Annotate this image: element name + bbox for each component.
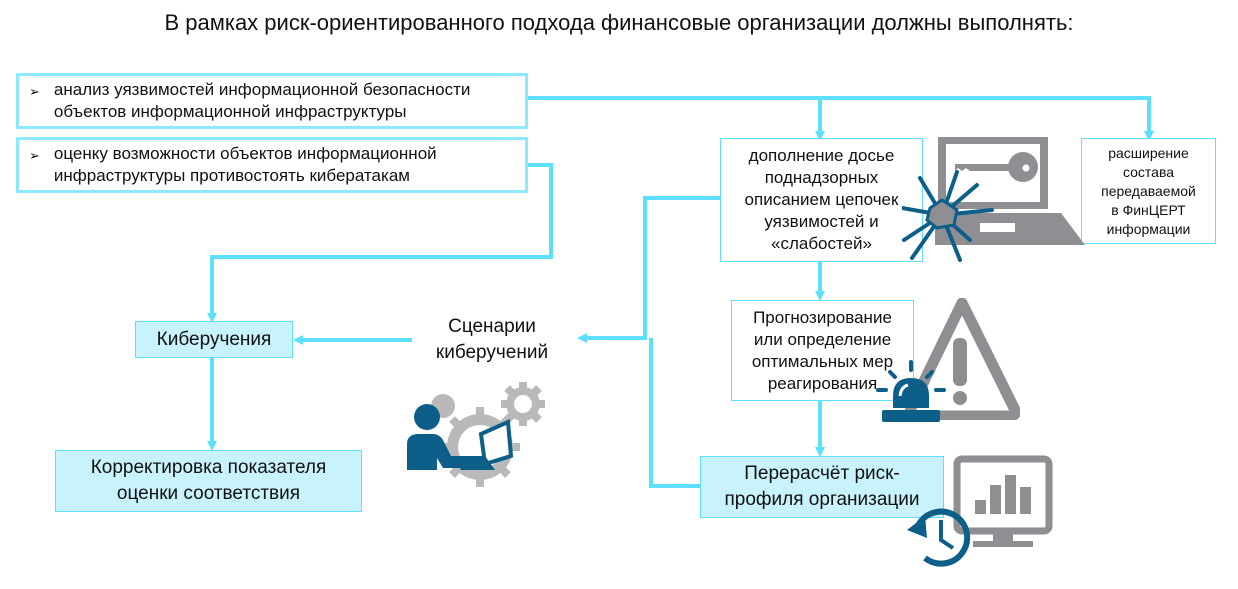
fincert-line: передаваемой (1101, 182, 1196, 199)
bullet-arrow-icon: ➢ (29, 148, 40, 163)
requirement-1-line2: объектов информационной инфраструктуры (53, 102, 407, 121)
dossier-line: поднадзорных (764, 168, 879, 187)
recalc-line: профиля организации (724, 489, 920, 510)
recalc-line: Перерасчёт риск- (744, 463, 900, 484)
connector-dossier-scenarios (577, 196, 720, 343)
forecast-box: Прогнозирование или определение оптималь… (731, 300, 914, 401)
connector-req2-cyber (207, 163, 553, 323)
forecast-line: Прогнозирование (753, 307, 892, 327)
scenarios-line: киберучений (435, 342, 549, 363)
correction-line: оценки соответствия (116, 483, 301, 504)
fincert-line: расширение (1108, 144, 1189, 161)
correction-box: Корректировка показателя оценки соответс… (55, 450, 362, 512)
requirement-box-1: ➢ анализ уязвимостей информационной безо… (16, 73, 528, 129)
forecast-line: или определение (753, 329, 892, 349)
bullet-arrow-icon: ➢ (29, 84, 40, 99)
dossier-box: дополнение досье поднадзорных описанием … (720, 138, 923, 262)
dossier-line: описанием цепочек (744, 190, 899, 209)
connector-req1-bus (526, 96, 1154, 141)
fincert-line: информации (1106, 220, 1191, 237)
fincert-line: в ФинЦЕРТ (1111, 201, 1186, 218)
dossier-line: уязвимостей и (764, 212, 879, 231)
cyber-exercises-label: Киберучения (156, 328, 272, 350)
requirement-box-2: ➢ оценку возможности объектов информацио… (16, 137, 528, 193)
scenarios-line: Сценарии (448, 316, 536, 337)
dossier-line: дополнение досье (748, 146, 895, 165)
requirement-2-line2: инфраструктуры противостоять кибератакам (53, 166, 410, 185)
alarm-beacon-icon (876, 360, 946, 422)
requirement-2-line1: оценку возможности объектов информационн… (53, 144, 437, 163)
diagram-title: В рамках риск-ориентированного подхода ф… (164, 10, 1074, 35)
cyber-exercises-box: Киберучения (135, 321, 293, 358)
history-clock-icon (907, 508, 971, 567)
forecast-line: оптимальных мер (751, 351, 894, 371)
cracked-glass-icon (902, 170, 994, 262)
chart-monitor-icon (953, 455, 1053, 547)
fincert-box: расширение состава передаваемой в ФинЦЕР… (1081, 138, 1216, 244)
scenarios-label: Сценарии киберучений (412, 314, 572, 366)
recalc-box: Перерасчёт риск- профиля организации (700, 456, 944, 518)
person-laptop-gears-icon (407, 382, 545, 487)
connector-recalc (649, 338, 700, 488)
dossier-line: «слабостей» (770, 234, 873, 253)
fincert-line: состава (1122, 163, 1175, 180)
laptop-key-icon (935, 137, 1085, 245)
requirement-1-line1: анализ уязвимостей информационной безопа… (53, 80, 471, 99)
forecast-line: реагирования (767, 373, 878, 393)
correction-line: Корректировка показателя (90, 457, 327, 478)
